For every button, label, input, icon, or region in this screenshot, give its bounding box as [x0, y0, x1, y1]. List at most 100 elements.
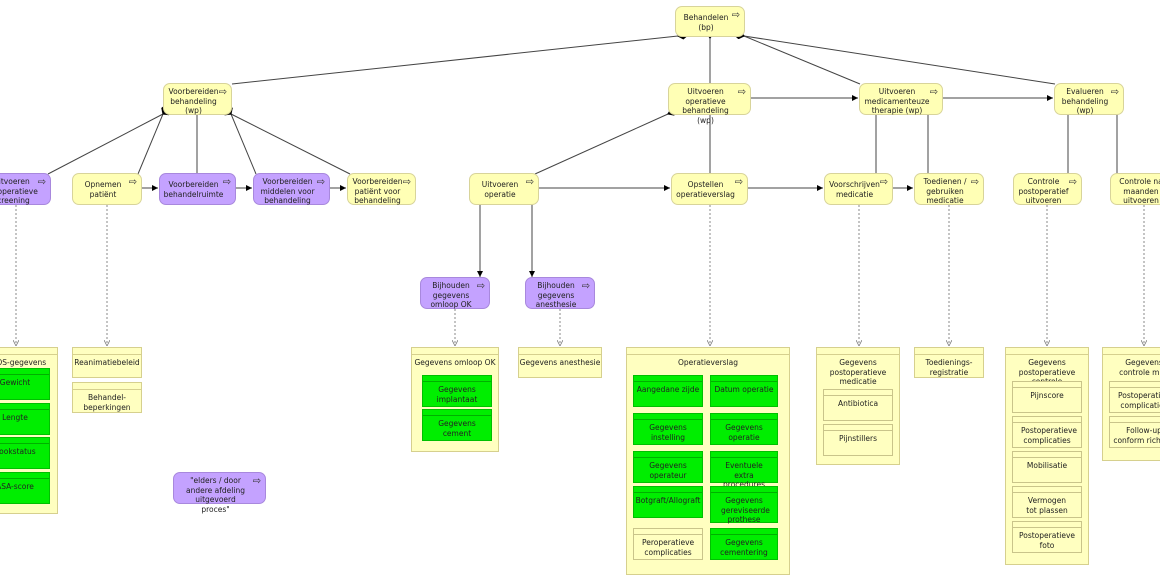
data-object-behandelbeperkingen[interactable]: Behandel-beperkingen: [72, 382, 142, 413]
data-item-label: ASA-score: [0, 482, 34, 491]
data-item[interactable]: Gegevens operateur: [633, 451, 703, 483]
process-evalueren-behandeling[interactable]: Evalueren behandeling (wp)⇨: [1054, 83, 1124, 115]
process-arrow-icon: ⇨: [316, 177, 325, 188]
data-item[interactable]: Postoperatieve complicaties: [1012, 416, 1082, 448]
data-item[interactable]: Mobilisatie: [1012, 451, 1082, 483]
process-uitvoeren-preoperatieve-screening[interactable]: Uitvoeren preoperatieve screening⇨: [0, 173, 51, 205]
process-uitvoeren-medicamenteuze-therapie[interactable]: Uitvoeren medicamenteuze therapie (wp)⇨: [859, 83, 943, 115]
data-item[interactable]: Pijnstillers: [823, 424, 893, 456]
data-item[interactable]: Postoperatieve foto: [1012, 521, 1082, 553]
process-uitvoeren-operatie[interactable]: Uitvoeren operatie⇨: [469, 173, 539, 205]
process-arrow-icon: ⇨: [970, 177, 979, 188]
composition-link: [231, 31, 689, 85]
data-item[interactable]: Gegevens operatie: [710, 413, 778, 445]
data-item-label: Gegevens operateur: [649, 461, 687, 480]
data-item-label: Eventuele extra procedures: [723, 461, 765, 489]
process-voorbereiden-patient[interactable]: Voorbereiden patiënt voor behandeling⇨: [347, 173, 416, 205]
process-label: Opnemen patiënt: [84, 180, 122, 199]
process-uitvoeren-operatieve-behandeling[interactable]: Uitvoeren operatieve behandeling (wp)⇨: [668, 83, 751, 125]
process-opstellen-operatieverslag[interactable]: Opstellen operatieverslag⇨: [671, 173, 748, 205]
process-voorbereiden-middelen[interactable]: Voorbereiden middelen voor behandeling⇨: [253, 173, 330, 205]
process-toedienen-medicatie[interactable]: Toedienen / gebruiken medicatie⇨: [914, 173, 984, 205]
data-item-label: Mobilisatie: [1026, 461, 1068, 470]
process-label: Voorbereiden behandeling (wp): [168, 87, 219, 115]
composition-link: [221, 108, 351, 175]
data-item-label: Postoperatieve foto: [1018, 531, 1076, 550]
process-arrow-icon: ⇨: [581, 281, 590, 292]
process-label: Bijhouden gegevens omloop OK: [430, 281, 472, 309]
process-label: Controle na maanden uitvoeren: [1119, 177, 1160, 205]
process-voorschrijven-medicatie[interactable]: Voorschrijven medicatie⇨: [824, 173, 893, 205]
data-item[interactable]: Gegevens implantaat: [422, 375, 492, 407]
process-arrow-icon: ⇨: [37, 177, 46, 188]
process-arrow-icon: ⇨: [731, 10, 740, 21]
data-item[interactable]: Antibiotica: [823, 389, 893, 421]
process-arrow-icon: ⇨: [218, 87, 227, 98]
object-title: Behandel-beperkingen: [83, 393, 131, 412]
process-controle-postoperatief[interactable]: Controle postoperatief uitvoeren⇨: [1013, 173, 1082, 205]
process-arrow-icon: ⇨: [222, 177, 231, 188]
data-item[interactable]: Datum operatie: [710, 375, 778, 407]
data-item-label: Peroperatieve complicaties: [642, 538, 695, 557]
data-item[interactable]: Vermogen tot plassen: [1012, 486, 1082, 518]
data-item-label: Antibiotica: [837, 399, 879, 408]
process-label: Uitvoeren operatie: [481, 180, 519, 199]
process-arrow-icon: ⇨: [128, 177, 137, 188]
process-bijhouden-anesthesie[interactable]: Bijhouden gegevens anesthesie⇨: [525, 277, 595, 309]
data-item-label: Postoperatieve complicaties: [1021, 426, 1078, 445]
data-object-anesthesie[interactable]: Gegevens anesthesie: [518, 347, 602, 378]
data-item[interactable]: ASA-score: [0, 472, 50, 504]
process-arrow-icon: ⇨: [929, 87, 938, 98]
data-item[interactable]: Gegevens cement: [422, 409, 492, 441]
data-item[interactable]: Rookstatus: [0, 437, 50, 469]
data-item[interactable]: Follow-up conform richtlijn: [1109, 416, 1160, 448]
data-item[interactable]: Botgraft/Allograft: [633, 486, 703, 518]
data-item-label: Pijnscore: [1030, 391, 1064, 400]
object-title: Gegevens anesthesie: [519, 358, 601, 367]
composition-link: [137, 103, 169, 175]
object-title: Gegevens omloop OK: [414, 358, 496, 367]
legend-label: "elders / door andere afdeling uitgevoer…: [186, 476, 245, 514]
process-label: Uitvoeren preoperatieve screening: [0, 177, 38, 205]
object-band: [0, 348, 57, 355]
process-arrow-icon: ⇨: [402, 177, 411, 188]
data-item[interactable]: Eventuele extra procedures: [710, 451, 778, 489]
data-item[interactable]: Gegevens instelling: [633, 413, 703, 445]
object-title: Gegevens controle mnd: [1119, 358, 1160, 377]
process-label: Voorbereiden patiënt voor behandeling: [352, 177, 403, 205]
data-item[interactable]: Aangedane zijde: [633, 375, 703, 407]
data-item-label: Postoperatieve complicaties: [1118, 391, 1160, 410]
process-label: Voorschrijven medicatie: [829, 180, 880, 199]
process-label: Toedienen / gebruiken medicatie: [923, 177, 967, 205]
composition-link: [47, 108, 173, 175]
data-object-toedieningsregistratie[interactable]: Toedienings-registratie: [914, 347, 984, 378]
data-item-label: Gegevens gereviseerde prothese: [721, 496, 770, 524]
composition-link: [225, 103, 257, 175]
data-item-label: Gegevens instelling: [649, 423, 687, 442]
process-label: Controle postoperatief uitvoeren: [1018, 177, 1069, 205]
process-bijhouden-omloop[interactable]: Bijhouden gegevens omloop OK ⇨: [420, 277, 490, 309]
composition-link: [733, 30, 861, 85]
data-item-label: Gegevens implantaat: [436, 385, 478, 404]
process-arrow-icon: ⇨: [734, 177, 743, 188]
composition-link: [534, 108, 679, 175]
data-item[interactable]: Gewicht: [0, 368, 50, 400]
process-label: Uitvoeren medicamenteuze therapie (wp): [864, 87, 930, 115]
process-arrow-icon: ⇨: [252, 476, 261, 487]
process-arrow-icon: ⇨: [476, 281, 485, 292]
process-controle-maanden[interactable]: Controle na maanden uitvoeren⇨: [1110, 173, 1160, 205]
process-arrow-icon: ⇨: [737, 87, 746, 98]
process-behandelen[interactable]: Behandelen (bp)⇨: [675, 6, 745, 37]
data-item[interactable]: Lengte: [0, 403, 50, 435]
process-opnemen-patient[interactable]: Opnemen patiënt ⇨: [72, 173, 142, 205]
data-item-label: Vermogen tot plassen: [1026, 496, 1068, 515]
data-object-reanimatiebeleid[interactable]: Reanimatiebeleid: [72, 347, 142, 378]
data-item[interactable]: Peroperatieve complicaties: [633, 528, 703, 560]
process-label: Evalueren behandeling (wp): [1061, 87, 1109, 115]
data-item[interactable]: Gegevens cementering: [710, 528, 778, 560]
process-voorbereiden-behandeling[interactable]: Voorbereiden behandeling (wp)⇨: [163, 83, 232, 115]
process-voorbereiden-behandelruimte[interactable]: Voorbereiden behandelruimte⇨: [159, 173, 236, 205]
data-item[interactable]: Pijnscore: [1012, 381, 1082, 413]
data-item[interactable]: Postoperatieve complicaties: [1109, 381, 1160, 413]
data-item[interactable]: Gegevens gereviseerde prothese: [710, 486, 778, 524]
